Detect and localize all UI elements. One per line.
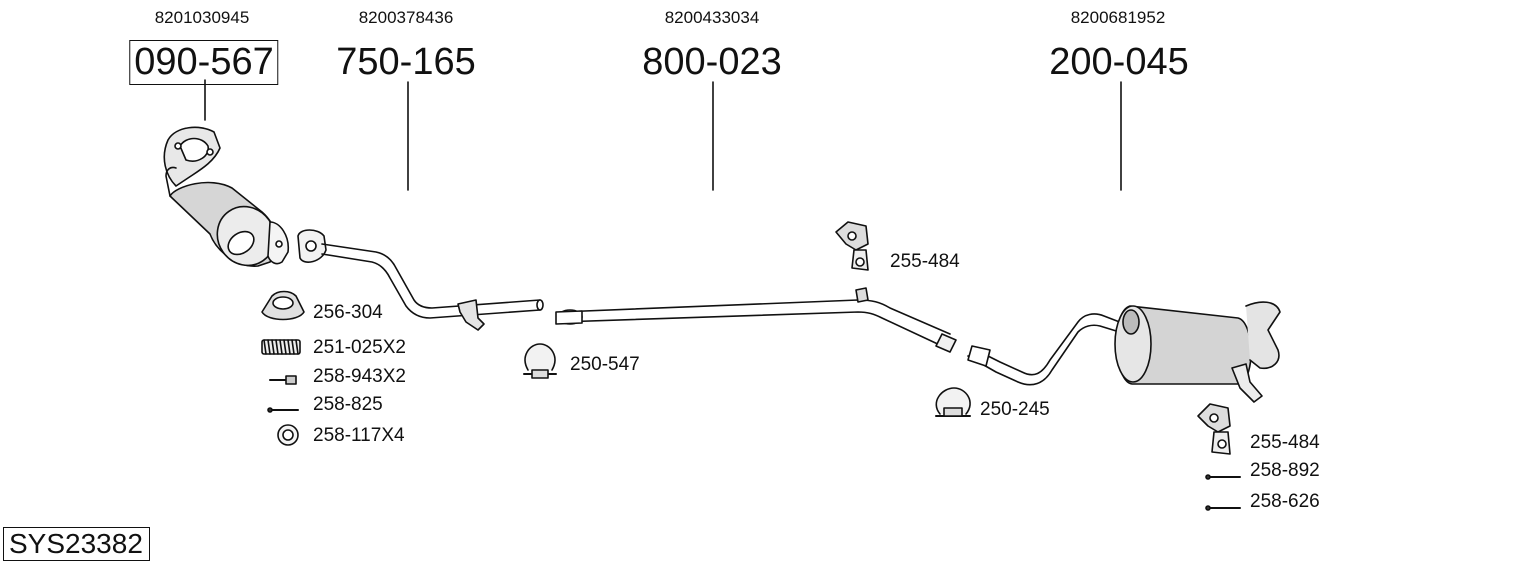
part-number-4[interactable]: 200-045 [1049,41,1189,83]
label-washer[interactable]: 258-117X4 [313,425,405,446]
label-bolt-c[interactable]: 258-892 [1250,460,1320,481]
label-clamp-2[interactable]: 250-245 [980,399,1050,420]
oem-number-1: 8201030945 [154,8,250,27]
bolt-icon-d [1205,505,1241,511]
part-number-1[interactable]: 090-567 [129,40,279,85]
hanger-icon-2 [1197,403,1231,455]
middle-pipe [555,287,957,353]
oem-number-2: 8200378436 [358,8,454,27]
label-bolt-d[interactable]: 258-626 [1250,491,1320,512]
label-bolt-b[interactable]: 258-825 [313,394,383,415]
spring-icon [261,339,301,355]
label-hanger-1[interactable]: 255-484 [890,251,960,272]
washer-icon [277,424,299,446]
gasket-ring [261,290,305,321]
part-number-2[interactable]: 750-165 [336,41,476,83]
front-pipe [297,229,544,331]
label-spring[interactable]: 251-025X2 [313,337,406,358]
system-code: SYS23382 [3,527,150,562]
bolt-icon-c [1205,474,1241,480]
label-hanger-2[interactable]: 255-484 [1250,432,1320,453]
oem-number-3: 8200433034 [664,8,760,27]
clamp-icon-1 [523,343,557,379]
part-number-3[interactable]: 800-023 [642,41,782,83]
clamp-icon-2 [935,387,971,417]
label-clamp-1[interactable]: 250-547 [570,354,640,375]
oem-number-4: 8200681952 [1070,8,1166,27]
label-bolt-a[interactable]: 258-943X2 [313,366,406,387]
label-gasket-ring[interactable]: 256-304 [313,302,383,323]
rear-silencer [967,301,1281,403]
bolt-icon-a [269,375,297,385]
catalytic-converter [163,126,290,267]
bolt-icon-b [267,407,299,413]
hanger-icon-1 [835,221,869,271]
